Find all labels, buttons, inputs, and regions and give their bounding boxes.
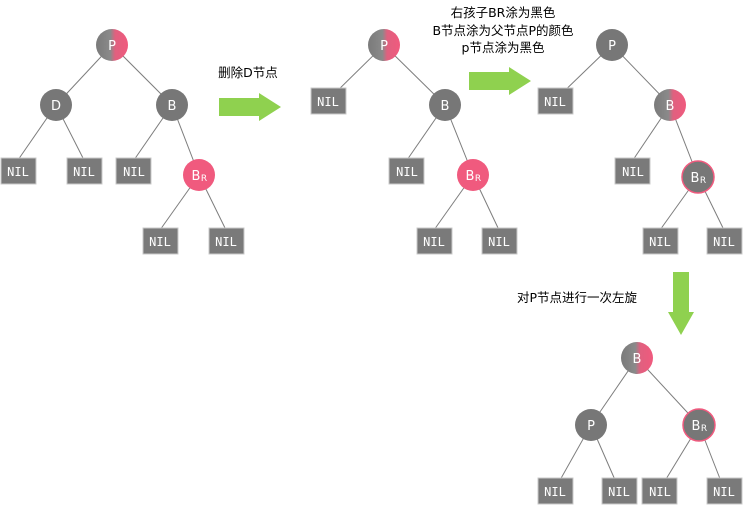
svg-text:NIL: NIL [123,165,145,179]
nil-leaf: NIL [416,227,453,255]
svg-text:R: R [700,176,706,186]
svg-text:B: B [466,169,475,184]
node-P: P [575,409,607,441]
svg-text:B: B [692,419,701,434]
svg-text:D: D [51,99,61,114]
svg-text:B: B [691,171,700,186]
arrow-right-icon [219,93,281,121]
svg-text:NIL: NIL [215,235,237,249]
nil-leaf: NIL [601,477,638,505]
nil-leaf: NIL [537,87,574,115]
nil-leaf: NIL [115,157,152,185]
tree-initial: P D B B R NIL NIL NIL NIL [0,29,245,255]
caption-delete-d: 删除D节点 [218,65,278,80]
svg-text:NIL: NIL [649,485,671,499]
svg-text:B: B [666,99,675,114]
nil-leaf: NIL [642,227,679,255]
nil-leaf: NIL [388,157,425,185]
node-BR: B R [183,159,215,191]
svg-text:R: R [201,174,207,184]
arrow-right-icon [469,67,531,95]
svg-text:NIL: NIL [713,485,735,499]
svg-text:NIL: NIL [396,165,418,179]
svg-text:p节点涂为黑色: p节点涂为黑色 [462,40,545,55]
svg-text:P: P [380,39,388,54]
svg-text:NIL: NIL [622,165,644,179]
node-BR: B R [681,160,715,194]
svg-text:P: P [587,419,595,434]
nil-leaf: NIL [208,227,245,255]
node-B: B [621,342,653,374]
svg-text:NIL: NIL [544,95,566,109]
svg-text:NIL: NIL [608,485,630,499]
node-D: D [40,89,72,121]
svg-text:B: B [192,169,201,184]
node-BR: B R [682,408,716,442]
svg-text:B: B [441,99,450,114]
svg-text:B节点涂为父节点P的颜色: B节点涂为父节点P的颜色 [432,23,574,38]
svg-text:右孩子BR涂为黑色: 右孩子BR涂为黑色 [451,5,556,20]
nil-leaf: NIL [310,87,347,115]
nil-leaf: NIL [66,157,103,185]
nil-leaf: NIL [142,227,179,255]
tree-after-rotate: B P B R NIL NIL NIL NIL [537,342,743,505]
svg-text:P: P [608,39,616,54]
nil-leaf: NIL [614,157,651,185]
svg-text:B: B [633,352,642,367]
node-B: B [156,89,188,121]
node-B: B [429,89,461,121]
nil-leaf: NIL [706,477,743,505]
svg-text:NIL: NIL [149,235,171,249]
svg-text:B: B [168,99,177,114]
node-B: B [654,89,686,121]
svg-text:NIL: NIL [7,165,29,179]
tree-after-recolor: P B B R NIL NIL NIL NIL [537,29,743,255]
svg-text:NIL: NIL [713,235,735,249]
tree-after-delete: P B B R NIL NIL NIL NIL [310,29,518,255]
node-BR: B R [457,159,489,191]
nil-leaf: NIL [481,227,518,255]
svg-text:NIL: NIL [317,95,339,109]
node-P: P [96,29,128,61]
svg-text:NIL: NIL [544,485,566,499]
svg-text:P: P [108,39,116,54]
nil-leaf: NIL [537,477,574,505]
svg-text:NIL: NIL [649,235,671,249]
svg-text:R: R [701,424,707,434]
nil-leaf: NIL [706,227,743,255]
svg-text:NIL: NIL [73,165,95,179]
nil-leaf: NIL [0,157,37,185]
nil-leaf: NIL [641,477,678,505]
node-P: P [596,29,628,61]
arrow-down-icon [668,272,694,335]
svg-text:R: R [475,174,481,184]
svg-text:NIL: NIL [488,235,510,249]
svg-text:NIL: NIL [423,235,445,249]
caption-recolor: 右孩子BR涂为黑色 B节点涂为父节点P的颜色 p节点涂为黑色 [432,5,574,55]
caption-rotate-left: 对P节点进行一次左旋 [517,290,638,305]
node-P: P [368,29,400,61]
